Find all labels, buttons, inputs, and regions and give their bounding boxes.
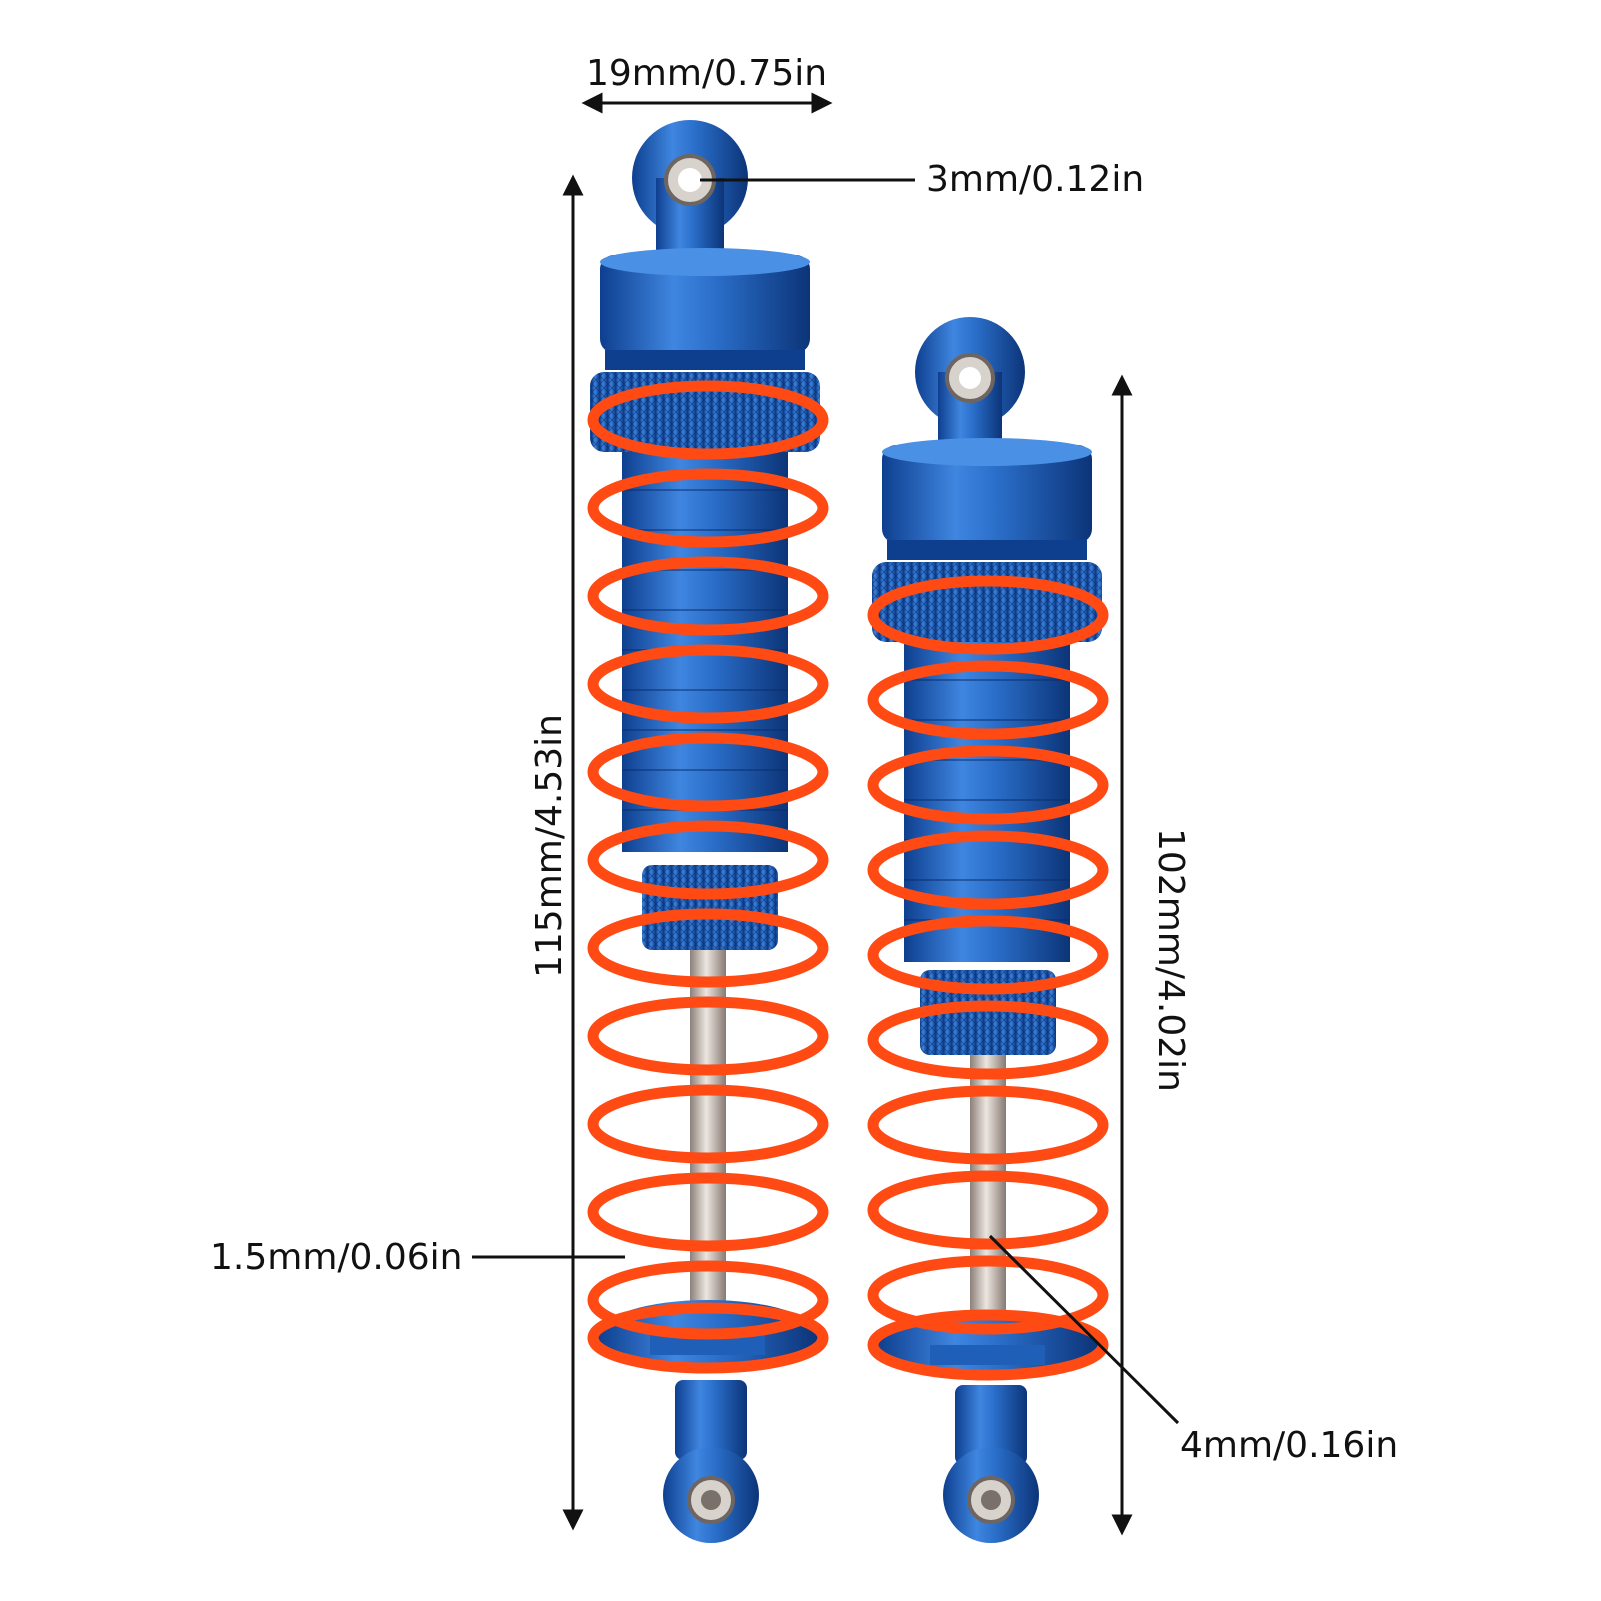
spring-wire-label: 1.5mm/0.06in <box>210 1237 463 1278</box>
short-shock-cap <box>882 445 1092 543</box>
dimension-lines <box>472 92 1180 1536</box>
eye-hole-label: 3mm/0.12in <box>926 159 1145 200</box>
top-width-label: 19mm/0.75in <box>586 53 828 94</box>
short-shock-piston-rod <box>970 1055 1006 1360</box>
long-shock-absorber <box>587 120 829 1543</box>
long-shock-cap <box>600 255 810 353</box>
short-shock-spring <box>867 575 1109 1381</box>
long-shock-spring <box>587 380 829 1374</box>
long-length-label: 115mm/4.53in <box>529 714 570 978</box>
short-shock-absorber <box>867 317 1109 1543</box>
rod-diameter-leader <box>988 1234 1180 1425</box>
short-shock-threaded-body <box>904 642 1070 962</box>
long-shock-lower-mount <box>675 1380 747 1460</box>
rod-diameter-label: 4mm/0.16in <box>1180 1425 1399 1466</box>
short-length-label: 102mm/4.02in <box>1150 828 1191 1092</box>
short-shock-knurled-collar <box>872 562 1102 642</box>
long-shock-lower-adjuster <box>642 865 778 950</box>
short-shock-lower-mount <box>955 1385 1027 1465</box>
long-shock-piston-rod <box>690 950 726 1340</box>
